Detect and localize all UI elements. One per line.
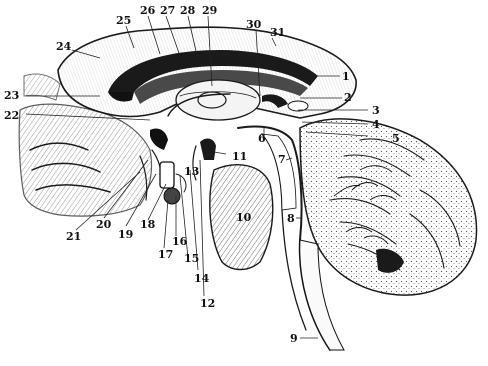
label-8: 8 (287, 212, 295, 225)
label-17: 17 (158, 248, 173, 261)
label-11: 11 (232, 150, 247, 163)
label-20: 20 (96, 218, 112, 231)
label-21: 21 (66, 230, 81, 243)
label-6: 6 (258, 132, 266, 145)
label-14: 14 (194, 272, 210, 285)
label-18: 18 (140, 218, 156, 231)
label-24: 24 (56, 40, 72, 53)
label-27: 27 (160, 4, 175, 17)
label-3: 3 (372, 104, 380, 117)
label-1: 1 (342, 70, 350, 83)
label-31: 31 (270, 26, 285, 39)
label-9: 9 (290, 332, 298, 345)
label-7: 7 (278, 153, 286, 166)
label-30: 30 (246, 18, 262, 31)
label-26: 26 (140, 4, 156, 17)
label-15: 15 (184, 252, 199, 265)
label-16: 16 (172, 235, 188, 248)
label-2: 2 (344, 91, 352, 104)
label-13: 13 (184, 165, 199, 178)
label-5: 5 (392, 132, 400, 145)
label-12: 12 (200, 297, 215, 310)
label-4: 4 (372, 118, 380, 131)
label-23: 23 (4, 89, 19, 102)
label-19: 19 (118, 228, 133, 241)
label-28: 28 (180, 4, 196, 17)
label-29: 29 (202, 4, 217, 17)
cerebellum (300, 119, 477, 295)
label-10: 10 (236, 211, 252, 224)
label-22: 22 (4, 109, 19, 122)
label-25: 25 (116, 14, 131, 27)
